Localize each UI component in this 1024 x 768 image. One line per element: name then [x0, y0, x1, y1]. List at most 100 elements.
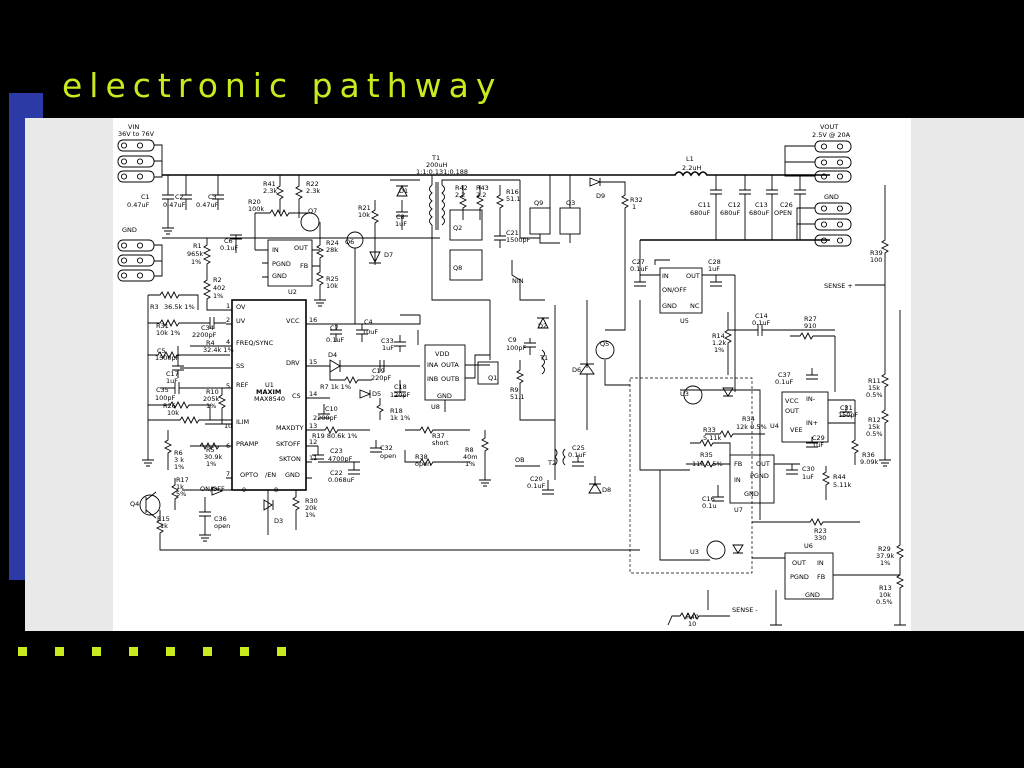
svg-text:U4: U4 — [770, 422, 779, 430]
svg-text:1%: 1% — [465, 460, 475, 468]
svg-text:C36: C36 — [214, 515, 227, 523]
svg-text:1%: 1% — [880, 559, 890, 567]
svg-text:5%: 5% — [176, 490, 186, 498]
svg-text:28k: 28k — [326, 246, 338, 254]
svg-text:1%: 1% — [305, 511, 315, 519]
svg-text:0.1uF: 0.1uF — [775, 378, 793, 386]
svg-text:C25: C25 — [572, 444, 585, 452]
svg-text:Q5: Q5 — [600, 340, 609, 348]
svg-text:GND: GND — [285, 471, 300, 479]
svg-text:C5: C5 — [157, 347, 166, 355]
svg-text:200uH: 200uH — [426, 161, 448, 169]
svg-text:ON/OFF: ON/OFF — [662, 286, 687, 294]
svg-text:C27: C27 — [632, 258, 645, 266]
bullet-dot — [129, 647, 138, 656]
svg-text:C35: C35 — [156, 386, 169, 394]
svg-text:OUT: OUT — [792, 559, 806, 567]
svg-text:C8: C8 — [396, 213, 405, 221]
svg-text:10: 10 — [224, 422, 232, 430]
svg-text:0.1uF: 0.1uF — [752, 319, 770, 327]
svg-text:IN: IN — [734, 476, 741, 484]
svg-text:VEE: VEE — [790, 426, 803, 434]
svg-text:PGND: PGND — [750, 472, 769, 480]
svg-text:8: 8 — [274, 486, 278, 494]
maxim-logo: MAXIM — [256, 388, 281, 396]
svg-text:10: 10 — [688, 620, 696, 628]
svg-text:R39: R39 — [870, 249, 883, 257]
svg-text:OUTA: OUTA — [441, 361, 459, 369]
svg-text:open: open — [214, 522, 230, 530]
ic-u1: OV UV FREQ/SYNC SS REF ILIM PRAMP OPTO V… — [180, 299, 318, 494]
svg-text:C9: C9 — [508, 336, 517, 344]
bullet-dot — [240, 647, 249, 656]
svg-text:1%: 1% — [191, 258, 201, 266]
svg-text:0.5%: 0.5% — [876, 598, 893, 606]
svg-text:NC: NC — [690, 302, 700, 310]
svg-text:1500pF: 1500pF — [506, 236, 531, 244]
svg-text:R7 1k 1%: R7 1k 1% — [320, 383, 351, 391]
svg-text:C31: C31 — [840, 404, 853, 412]
bullet-dot — [55, 647, 64, 656]
svg-text:U3: U3 — [690, 548, 699, 556]
gnd-label: GND — [122, 226, 137, 234]
svg-text:R44: R44 — [833, 473, 846, 481]
svg-text:GND: GND — [272, 272, 287, 280]
svg-text:VOUT: VOUT — [820, 123, 838, 131]
svg-text:/EN: /EN — [265, 471, 276, 479]
svg-text:R10: R10 — [206, 388, 219, 396]
svg-text:C4: C4 — [364, 318, 373, 326]
svg-text:1k 1%: 1k 1% — [390, 414, 410, 422]
svg-text:C29: C29 — [812, 434, 825, 442]
svg-text:R11: R11 — [868, 377, 881, 385]
svg-text:C10: C10 — [325, 405, 338, 413]
svg-text:9.09k: 9.09k — [860, 458, 878, 466]
vin-label: VIN — [128, 123, 139, 131]
main-switches: Q9 Q3 — [519, 175, 581, 244]
svg-text:0.47uF: 0.47uF — [163, 201, 186, 209]
bullet-dot — [277, 647, 286, 656]
svg-text:1: 1 — [226, 302, 230, 310]
svg-text:100pF: 100pF — [155, 394, 176, 402]
svg-text:R3: R3 — [150, 303, 159, 311]
svg-text:680uF: 680uF — [690, 209, 711, 217]
svg-text:R16: R16 — [506, 188, 519, 196]
svg-text:U3: U3 — [680, 390, 689, 398]
svg-text:NIN: NIN — [512, 277, 524, 285]
svg-text:C26: C26 — [780, 201, 793, 209]
svg-text:R24: R24 — [326, 239, 339, 247]
svg-text:14: 14 — [309, 390, 317, 398]
svg-text:1uF: 1uF — [395, 220, 407, 228]
slide-title: electronic pathway — [62, 66, 503, 105]
svg-text:C33: C33 — [381, 337, 394, 345]
svg-text:C18: C18 — [394, 383, 407, 391]
svg-text:U6: U6 — [804, 542, 813, 550]
interconnect-wires-2 — [639, 240, 856, 559]
svg-text:C16: C16 — [702, 495, 715, 503]
svg-text:680uF: 680uF — [720, 209, 741, 217]
svg-text:0.1uF: 0.1uF — [220, 244, 238, 252]
svg-text:OUTB: OUTB — [441, 375, 459, 383]
svg-text:R30: R30 — [305, 497, 318, 505]
vout-terminals: VOUT 2.5V @ 20A GND — [784, 123, 852, 247]
svg-text:C30: C30 — [802, 465, 815, 473]
svg-text:R2: R2 — [213, 276, 222, 284]
svg-text:4700pF: 4700pF — [328, 455, 353, 463]
svg-text:0.5%: 0.5% — [866, 430, 883, 438]
svg-text:11: 11 — [309, 454, 317, 462]
svg-text:GND: GND — [662, 302, 677, 310]
svg-text:FB: FB — [300, 262, 308, 270]
bullet-dot — [92, 647, 101, 656]
svg-text:R20: R20 — [248, 198, 261, 206]
svg-text:Q7: Q7 — [308, 207, 317, 215]
svg-text:MAX8540: MAX8540 — [254, 395, 285, 403]
svg-text:2.3k: 2.3k — [263, 187, 277, 195]
